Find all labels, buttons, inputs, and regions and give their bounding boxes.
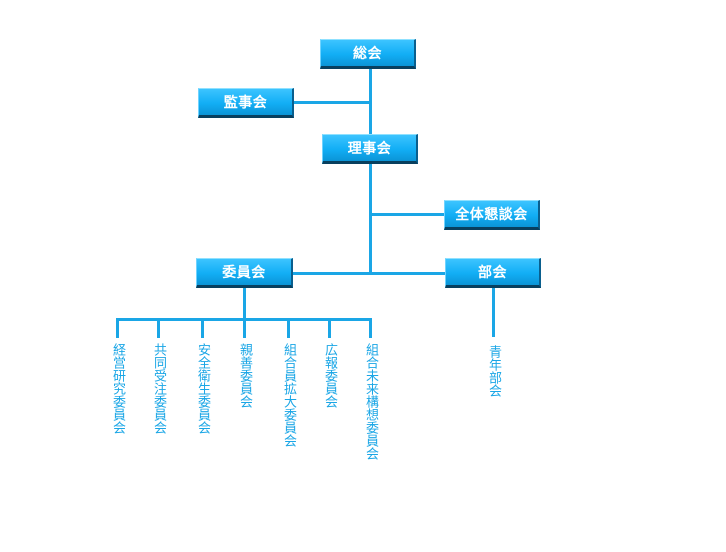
general-meeting-box: 総会 bbox=[320, 39, 416, 69]
committees-label: 委員会 bbox=[222, 265, 266, 281]
all-members-meeting-label: 全体懇談会 bbox=[455, 207, 528, 223]
connector-committee-drop-7 bbox=[369, 318, 372, 338]
connector-all-members bbox=[370, 213, 446, 216]
auditors-box: 監事会 bbox=[198, 88, 294, 118]
connector-committee-drop-3 bbox=[201, 318, 204, 338]
divisions-box: 部会 bbox=[445, 258, 541, 288]
connector-committee-drop-5 bbox=[287, 318, 290, 338]
committee-item: 経営研究委員会 bbox=[110, 343, 125, 434]
committee-item: 安全衛生委員会 bbox=[195, 343, 210, 434]
division-item: 青年部会 bbox=[486, 345, 501, 397]
all-members-meeting-box: 全体懇談会 bbox=[444, 200, 540, 230]
auditors-label: 監事会 bbox=[223, 95, 268, 111]
connector-committee-drop-1 bbox=[116, 318, 119, 338]
general-meeting-label: 総会 bbox=[353, 46, 382, 62]
connector-committee-drop-6 bbox=[328, 318, 331, 338]
committee-item: 共同受注委員会 bbox=[151, 343, 166, 434]
connector-committee-drop-4 bbox=[243, 318, 246, 338]
connector-spine bbox=[369, 69, 372, 274]
board-label: 理事会 bbox=[347, 141, 392, 157]
connector-committee-drop-2 bbox=[157, 318, 160, 338]
committee-item: 組合員拡大委員会 bbox=[281, 343, 296, 447]
connector-committees-down bbox=[243, 287, 246, 320]
connector-divisions-down bbox=[492, 287, 495, 337]
committee-item: 組合未来構想委員会 bbox=[363, 343, 378, 460]
board-box: 理事会 bbox=[322, 134, 418, 164]
connector-committees-divisions bbox=[292, 272, 446, 275]
divisions-label: 部会 bbox=[478, 265, 507, 281]
committee-item: 親善委員会 bbox=[237, 343, 252, 408]
committees-box: 委員会 bbox=[196, 258, 293, 288]
committee-item: 広報委員会 bbox=[322, 343, 337, 408]
connector-auditors bbox=[292, 101, 370, 104]
